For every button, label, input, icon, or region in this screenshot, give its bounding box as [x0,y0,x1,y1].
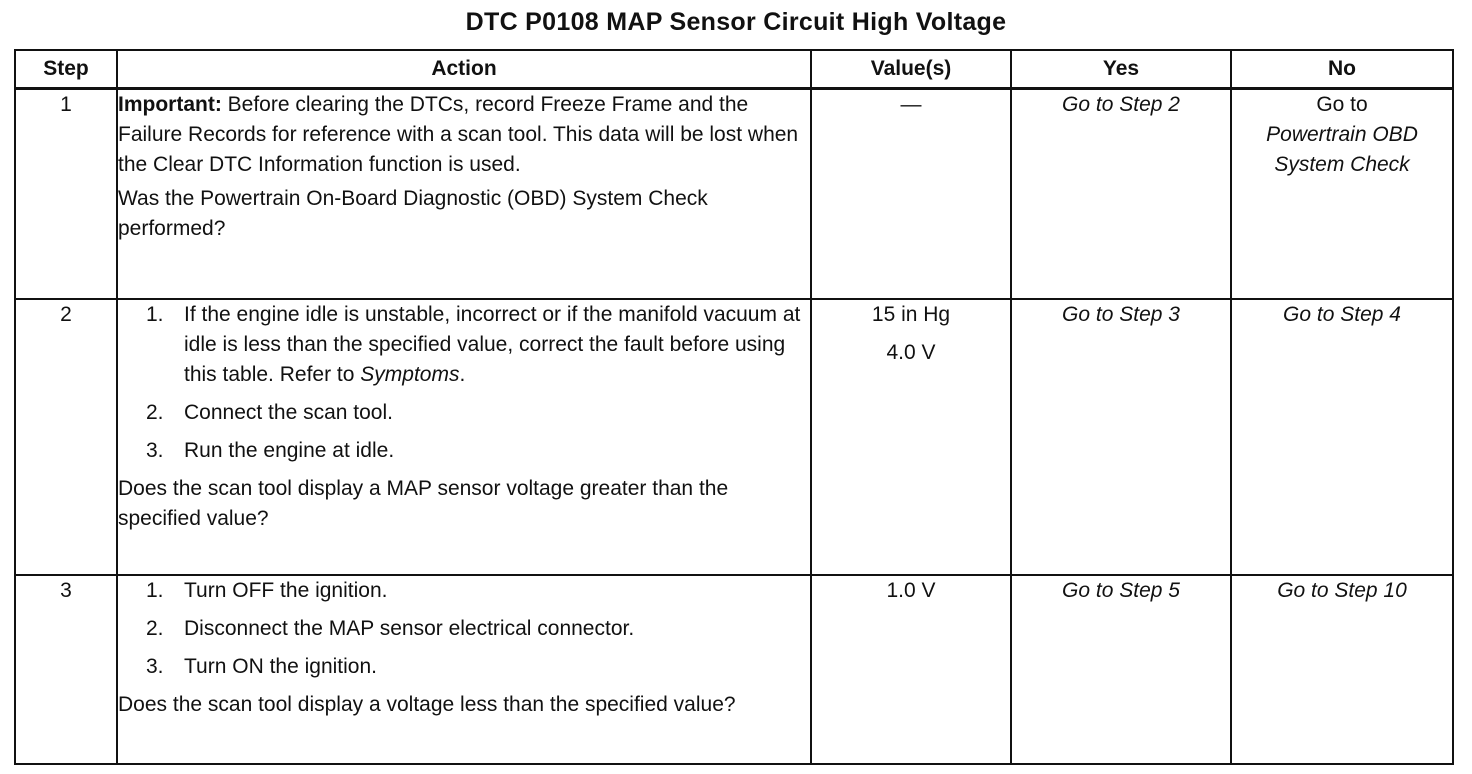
list-number: 3. [146,654,164,678]
step-number: 1 [14,87,118,300]
yes-link[interactable]: Go to Step 2 [1062,93,1180,116]
yes-cell: Go to Step 3 [1010,297,1232,576]
important-text: Before clearing the DTCs, record Freeze … [118,93,799,176]
value-text: 15 in Hg [871,302,951,326]
important-label: Important: [118,93,222,116]
no-link[interactable]: Go to Step 10 [1277,578,1407,602]
value-text: 1.0 V [886,578,936,602]
action-list-item: 1. Turn OFF the ignition. [146,576,810,606]
list-number: 1. [146,578,164,602]
header-values: Value(s) [810,49,1012,90]
header-yes: Yes [1010,49,1232,90]
list-number: 1. [146,302,164,326]
yes-cell: Go to Step 2 [1010,87,1232,300]
yes-link[interactable]: Go to Step 5 [1062,578,1180,602]
action-text: Run the engine at idle. [184,438,395,462]
action-list-item: 2. Connect the scan tool. [146,398,810,428]
important-note: Important: Before clearing the DTCs, rec… [118,90,810,180]
action-list-item: 3. Run the engine at idle. [146,436,810,466]
action-list-item: 3. Turn ON the ignition. [146,652,810,682]
action-cell: Important: Before clearing the DTCs, rec… [116,87,812,300]
no-link[interactable]: Go to Step 4 [1283,302,1401,326]
value-cell: — [810,87,1012,300]
value-cell: 15 in Hg 4.0 V [810,297,1012,576]
diagnostic-table: Step Action Value(s) Yes No 1 Important:… [14,49,1454,766]
no-cell: Go to Step 4 [1230,297,1454,576]
header-no: No [1230,49,1454,90]
table-row: 3 1. Turn OFF the ignition. 2. Disconnect … [14,573,1454,766]
no-link[interactable]: Powertrain OBD System Check [1266,123,1418,176]
no-prefix: Go to [1316,93,1368,116]
action-text-end: . [459,362,466,386]
value-cell: 1.0 V [810,573,1012,766]
list-number: 2. [146,400,164,424]
step-question: Was the Powertrain On-Board Diagnostic (… [118,187,708,240]
step-question: Does the scan tool display a voltage les… [118,692,736,716]
action-text: Connect the scan tool. [184,400,393,424]
no-cell: Go to Step 10 [1230,573,1454,766]
list-number: 2. [146,616,164,640]
step-question: Does the scan tool display a MAP sensor … [118,476,729,530]
value-text: — [900,93,922,116]
header-action: Action [116,49,812,90]
symptoms-link[interactable]: Symptoms [360,362,460,386]
no-cell: Go to Powertrain OBD System Check [1230,87,1454,300]
header-step: Step [14,49,118,90]
action-text: Turn OFF the ignition. [184,578,388,602]
action-cell: 1. Turn OFF the ignition. 2. Disconnect th… [116,573,812,766]
action-list: 1. Turn OFF the ignition. 2. Disconnect th… [118,576,810,682]
action-text: If the engine idle is unstable, incorrec… [184,302,801,386]
page-title: DTC P0108 MAP Sensor Circuit High Voltag… [465,8,1007,36]
table-row: 1 Important: Before clearing the DTCs, r… [14,87,1454,300]
action-list-item: 2. Disconnect the MAP sensor electrical c… [146,614,810,644]
action-list-item: 1. If the engine idle is unstable, incorr… [146,300,810,390]
table-header-row: Step Action Value(s) Yes No [14,49,1454,90]
action-list: 1. If the engine idle is unstable, incorr… [118,300,810,466]
table-row: 2 1. If the engine idle is unstable, inco… [14,297,1454,576]
value-text: 4.0 V [886,340,936,364]
step-number: 3 [14,573,118,766]
yes-cell: Go to Step 5 [1010,573,1232,766]
step-number: 2 [14,297,118,576]
yes-link[interactable]: Go to Step 3 [1062,302,1180,326]
list-number: 3. [146,438,164,462]
action-text: Disconnect the MAP sensor electrical con… [184,616,635,640]
action-text: Turn ON the ignition. [184,654,377,678]
action-cell: 1. If the engine idle is unstable, incorr… [116,297,812,576]
